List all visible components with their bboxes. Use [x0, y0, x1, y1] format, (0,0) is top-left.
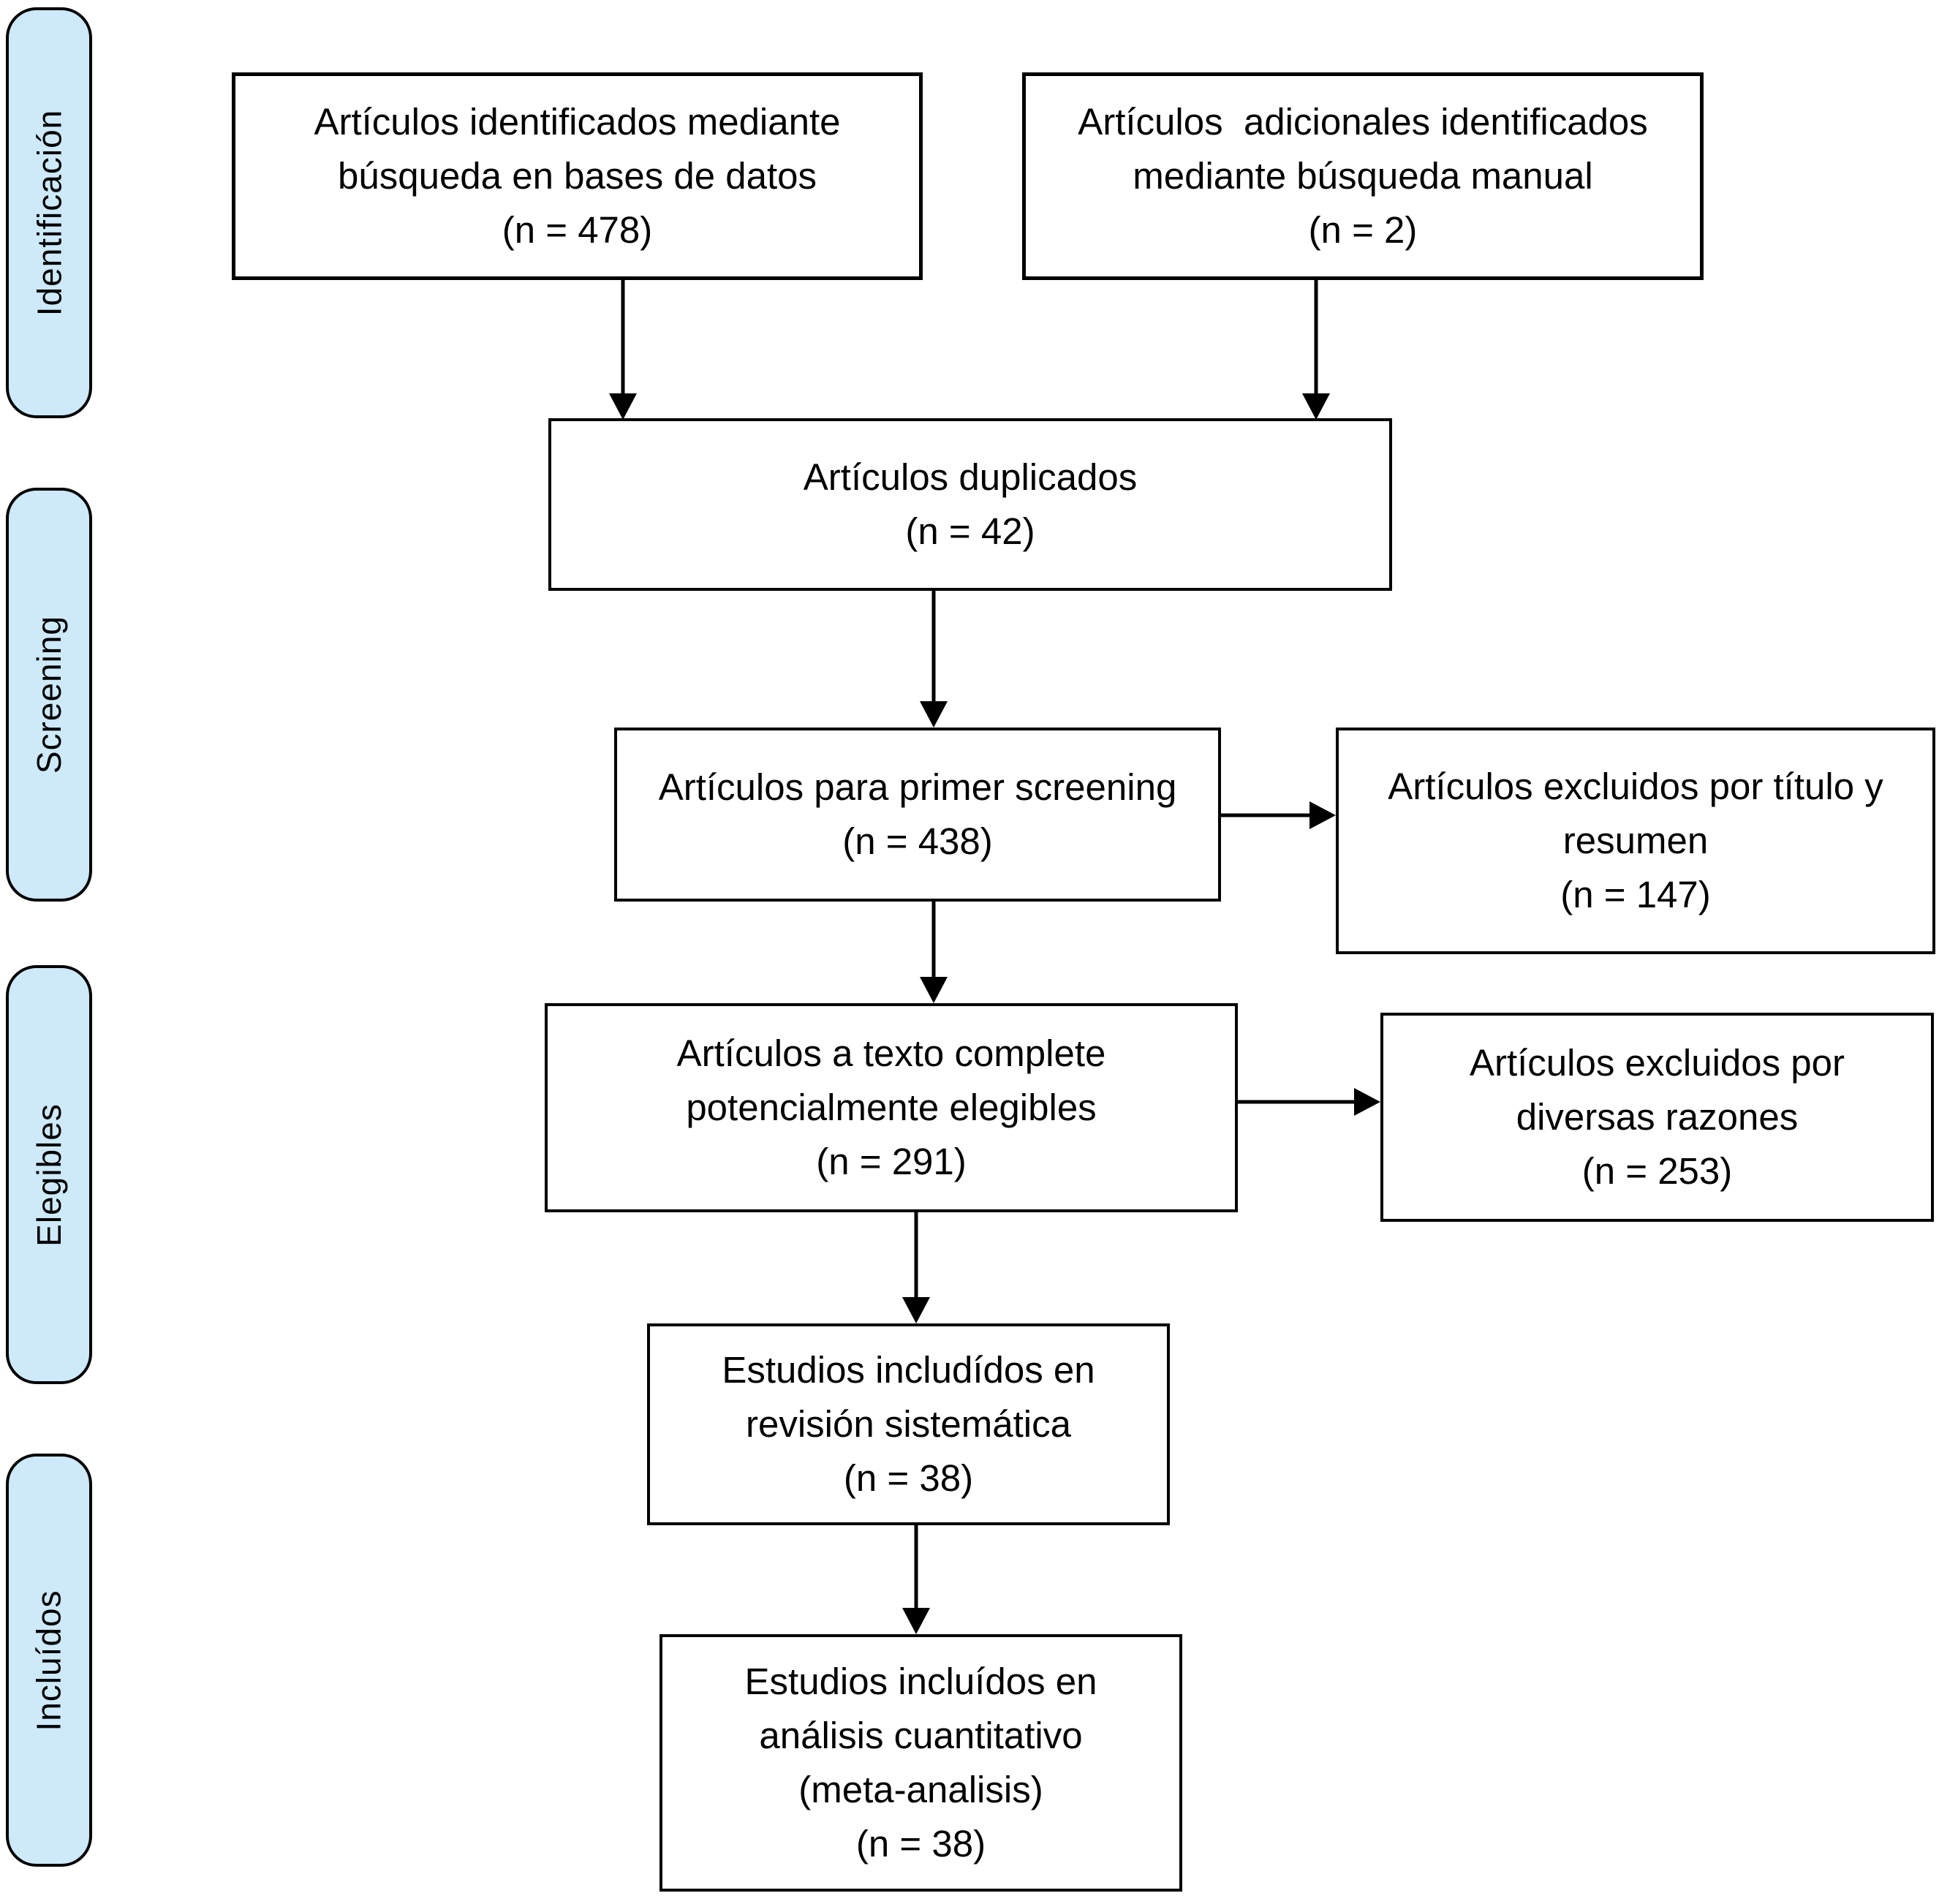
stage-identificacion: Identificación	[6, 7, 92, 418]
box-first-screening-line: Artículos para primer screening	[658, 766, 1177, 808]
arrow-first-screening-to-excluded-title	[1221, 801, 1336, 829]
arrow-db-to-duplicates	[609, 280, 637, 420]
box-systematic-review-line: revisión sistemática	[746, 1403, 1071, 1445]
box-systematic-review: Estudios includídos en revisión sistemát…	[647, 1323, 1170, 1525]
box-identified-database: Artículos identificados mediante búsqued…	[232, 72, 923, 280]
box-meta-analysis: Estudios incluídos en análisis cuantitat…	[659, 1634, 1182, 1892]
box-fulltext-eligible: Artículos a texto complete potencialment…	[545, 1003, 1238, 1212]
box-identified-manual-line: Artículos adicionales identificados	[1078, 101, 1648, 143]
box-fulltext-eligible-count: (n = 291)	[816, 1141, 967, 1182]
box-first-screening: Artículos para primer screening (n = 438…	[614, 728, 1221, 902]
arrow-duplicates-to-first-screening	[920, 591, 948, 728]
box-meta-analysis-count: (n = 38)	[855, 1823, 986, 1865]
box-excluded-various-reasons: Artículos excluidos por diversas razones…	[1380, 1013, 1934, 1222]
arrow-systematic-to-meta	[902, 1525, 930, 1634]
box-identified-manual: Artículos adicionales identificados medi…	[1022, 72, 1704, 280]
arrow-fulltext-to-systematic	[902, 1212, 930, 1323]
box-excluded-various-reasons-line: Artículos excluidos por	[1469, 1042, 1845, 1084]
stage-elegibles-label: Elegibles	[30, 1103, 68, 1247]
box-fulltext-eligible-line: Artículos a texto complete	[676, 1032, 1106, 1074]
box-excluded-title-abstract: Artículos excluidos por título y resumen…	[1336, 728, 1935, 954]
box-identified-database-count: (n = 478)	[502, 209, 653, 251]
box-systematic-review-count: (n = 38)	[843, 1457, 974, 1499]
box-duplicates-count: (n = 42)	[905, 510, 1035, 552]
arrow-fulltext-to-excluded-reasons	[1238, 1088, 1380, 1116]
stage-incluidos: Incluídos	[6, 1454, 92, 1867]
arrow-manual-to-duplicates	[1302, 280, 1330, 420]
box-excluded-title-abstract-line: Artículos excluidos por título y	[1388, 766, 1883, 807]
box-first-screening-count: (n = 438)	[842, 820, 993, 862]
box-duplicates: Artículos duplicados (n = 42)	[548, 418, 1392, 591]
box-excluded-various-reasons-count: (n = 253)	[1581, 1150, 1733, 1192]
box-identified-database-line: Artículos identificados mediante	[314, 101, 841, 143]
stage-identificacion-label: Identificación	[30, 109, 68, 317]
box-identified-manual-line: mediante búsqueda manual	[1133, 155, 1593, 197]
box-meta-analysis-line: Estudios incluídos en	[744, 1661, 1097, 1702]
box-excluded-title-abstract-line: resumen	[1562, 820, 1709, 861]
stage-incluidos-label: Incluídos	[30, 1589, 68, 1731]
box-excluded-title-abstract-count: (n = 147)	[1560, 874, 1711, 915]
stage-elegibles: Elegibles	[6, 965, 92, 1384]
box-duplicates-line: Artículos duplicados	[803, 456, 1138, 498]
arrow-first-screening-to-fulltext	[920, 902, 948, 1003]
stage-screening: Screening	[6, 488, 92, 902]
box-identified-manual-count: (n = 2)	[1308, 209, 1418, 251]
box-identified-database-line: búsqueda en bases de datos	[337, 155, 817, 197]
box-excluded-various-reasons-line: diversas razones	[1516, 1096, 1799, 1138]
box-systematic-review-line: Estudios includídos en	[722, 1349, 1095, 1391]
box-meta-analysis-line: análisis cuantitativo	[759, 1715, 1083, 1756]
box-meta-analysis-line: (meta-analisis)	[798, 1769, 1043, 1810]
stage-screening-label: Screening	[30, 615, 69, 774]
box-fulltext-eligible-line: potencialmente elegibles	[686, 1087, 1097, 1128]
